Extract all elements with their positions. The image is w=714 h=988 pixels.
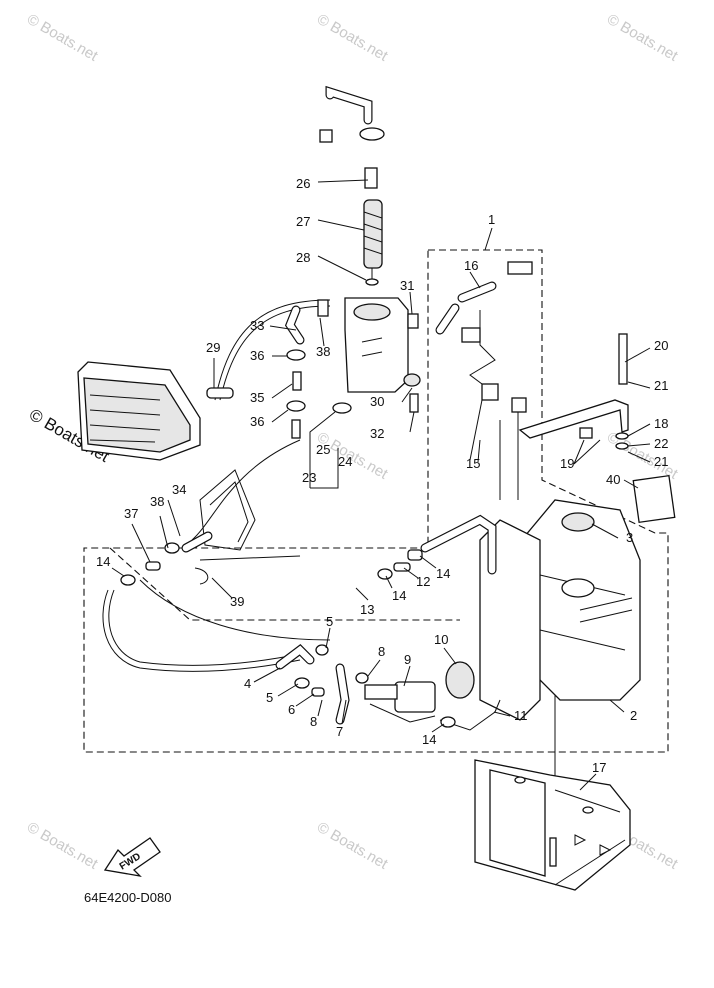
callout-19: 19 <box>560 456 574 471</box>
callout-30: 30 <box>370 394 384 409</box>
callout-8: 8 <box>378 644 385 659</box>
callout-34: 34 <box>172 482 186 497</box>
fuel-tank <box>479 474 676 721</box>
callout-24: 24 <box>338 454 352 469</box>
callout-29: 29 <box>206 340 220 355</box>
watermark: © Boats.net <box>314 819 391 873</box>
callout-13: 13 <box>360 602 374 617</box>
callout-32: 32 <box>370 426 384 441</box>
callout-23: 23 <box>302 470 316 485</box>
callout-21b: 21 <box>654 454 668 469</box>
callout-15: 15 <box>466 456 480 471</box>
callout-4: 4 <box>244 676 251 691</box>
callout-20: 20 <box>654 338 668 353</box>
filter-element <box>363 199 383 286</box>
watermark: © Boats.net <box>314 11 391 65</box>
callout-16: 16 <box>464 258 478 273</box>
callout-6: 6 <box>288 702 295 717</box>
watermark: © Boats.net <box>24 11 101 65</box>
callout-26: 26 <box>296 176 310 191</box>
pump-assembly <box>275 514 501 731</box>
wire-harness <box>435 261 533 546</box>
fittings-left <box>120 305 352 586</box>
leader-lines <box>111 179 651 791</box>
callout-3: 3 <box>626 530 633 545</box>
callout-28: 28 <box>296 250 310 265</box>
callout-40: 40 <box>606 472 620 487</box>
callout-25: 25 <box>316 442 330 457</box>
callout-22: 22 <box>654 436 668 451</box>
strainer-body <box>317 297 409 393</box>
callout-37: 37 <box>124 506 138 521</box>
callout-27: 27 <box>296 214 310 229</box>
callout-14b: 14 <box>436 566 450 581</box>
callout-18: 18 <box>654 416 668 431</box>
callout-38b: 38 <box>150 494 164 509</box>
callout-14: 14 <box>96 554 110 569</box>
sensor-lead <box>319 85 385 189</box>
callout-1: 1 <box>488 212 495 227</box>
callout-36b: 36 <box>250 414 264 429</box>
mounting-plate <box>474 759 631 891</box>
watermark: © Boats.net <box>24 819 101 873</box>
callout-12: 12 <box>416 574 430 589</box>
callout-9: 9 <box>404 652 411 667</box>
connection-lines <box>102 210 556 780</box>
callout-7: 7 <box>336 724 343 739</box>
callout-5: 5 <box>326 614 333 629</box>
callout-38: 38 <box>316 344 330 359</box>
callout-11: 11 <box>514 708 528 723</box>
callout-labels: 1 2 3 4 5 5 6 7 8 8 9 10 11 12 13 14 14 … <box>96 176 668 775</box>
callout-35: 35 <box>250 390 264 405</box>
callout-39: 39 <box>230 594 244 609</box>
callout-8b: 8 <box>310 714 317 729</box>
engine-cowling <box>77 361 256 551</box>
callout-31: 31 <box>400 278 414 293</box>
watermark: © Boats.net <box>604 11 681 65</box>
callout-14d: 14 <box>422 732 436 747</box>
callout-10: 10 <box>434 632 448 647</box>
callout-17: 17 <box>592 760 606 775</box>
tank-bracket-strap <box>518 333 629 450</box>
callout-33: 33 <box>250 318 264 333</box>
callout-5b: 5 <box>266 690 273 705</box>
callout-36: 36 <box>250 348 264 363</box>
callout-14c: 14 <box>392 588 406 603</box>
callout-21: 21 <box>654 378 668 393</box>
forward-arrow-icon: FWD <box>103 837 161 877</box>
callout-2: 2 <box>630 708 637 723</box>
group-outlines <box>83 249 669 753</box>
diagram-code: 64E4200-D080 <box>84 890 171 905</box>
